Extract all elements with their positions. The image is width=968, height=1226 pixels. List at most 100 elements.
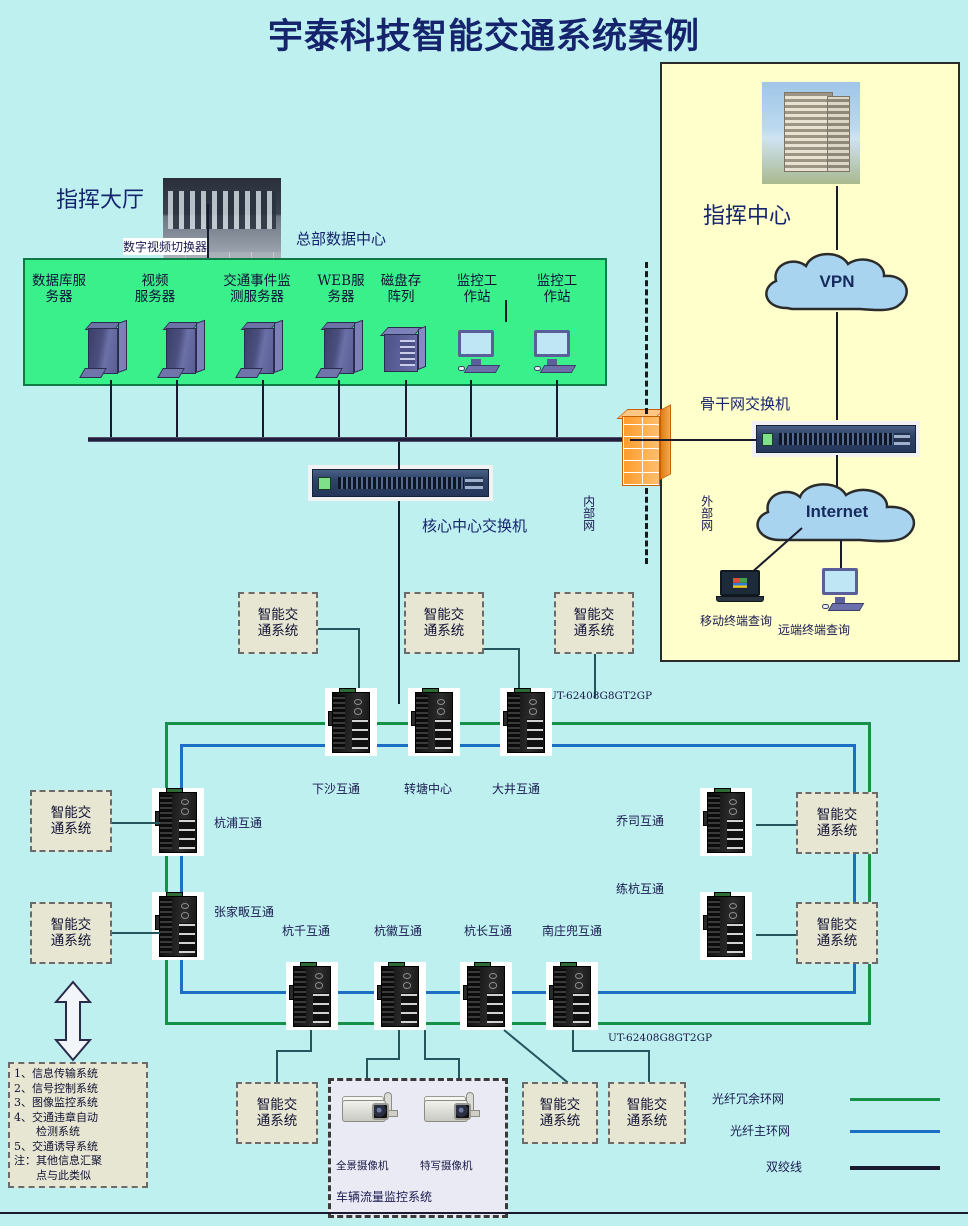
ring-switch-hanghui[interactable] bbox=[374, 962, 426, 1030]
ring-switch-xiasha[interactable] bbox=[325, 688, 377, 756]
bottom-link-cam-2-v bbox=[424, 1030, 426, 1060]
bottom-link-cam-2-v2 bbox=[458, 1058, 460, 1092]
closeup-camera-icon[interactable] bbox=[424, 1090, 482, 1134]
web-server-icon[interactable] bbox=[315, 319, 366, 380]
ring-node-label-qiaosi: 乔司互通 bbox=[616, 814, 665, 828]
panoramic-camera-label: 全景摄像机 bbox=[336, 1160, 389, 1172]
bottom-link-4-h bbox=[572, 1050, 650, 1052]
its-box-right-2[interactable]: 智能交通系统 bbox=[796, 902, 878, 964]
ring-switch-dajing[interactable] bbox=[500, 688, 552, 756]
ring-switch-hangchang[interactable] bbox=[460, 962, 512, 1030]
backbone-switch[interactable] bbox=[752, 421, 920, 457]
bottom-link-1-v bbox=[310, 1030, 312, 1052]
command-center-title: 指挥中心 bbox=[703, 204, 792, 229]
drop-line-1 bbox=[110, 380, 112, 438]
datacenter-label: 总部数据中心 bbox=[296, 230, 387, 248]
dc-divider bbox=[505, 300, 507, 322]
link-internet-laptop bbox=[749, 527, 803, 575]
bottom-rule bbox=[0, 1212, 968, 1214]
internet-cloud: Internet bbox=[742, 478, 932, 550]
bottom-link-1-h bbox=[276, 1050, 312, 1052]
drop-line-3 bbox=[262, 380, 264, 438]
network-boundary-bottom bbox=[645, 488, 648, 564]
its-box-bottom-1[interactable]: 智能交通系统 bbox=[236, 1082, 318, 1144]
fiber-redundant-ring-left bbox=[165, 722, 168, 1025]
firewall-icon[interactable] bbox=[616, 404, 674, 490]
ring-node-label-hangqian: 杭千互通 bbox=[282, 924, 331, 938]
systems-list-item-3: 4、交通违章自动 bbox=[14, 1110, 98, 1124]
video-switch-label: 数字视频切换器 bbox=[123, 238, 208, 255]
remote-terminal-desktop[interactable] bbox=[822, 568, 866, 612]
systems-list-item-1: 2、信号控制系统 bbox=[14, 1081, 98, 1095]
its-box-bottom-3[interactable]: 智能交通系统 bbox=[608, 1082, 686, 1144]
its-box-top-2[interactable]: 智能交通系统 bbox=[404, 592, 484, 654]
its-box-top-3[interactable]: 智能交通系统 bbox=[554, 592, 634, 654]
core-center-switch[interactable] bbox=[308, 465, 493, 501]
fiber-main-ring-left bbox=[180, 744, 183, 994]
ring-node-label-zhuantang: 转塘中心 bbox=[404, 782, 453, 796]
legend-label-2: 双绞线 bbox=[766, 1160, 803, 1174]
page-title: 宇泰科技智能交通系统案例 bbox=[267, 16, 700, 57]
bottom-link-4-v2 bbox=[648, 1050, 650, 1082]
its-link-t1-v bbox=[358, 628, 360, 698]
its-link-r2 bbox=[756, 934, 796, 936]
ring-switch-hangqian[interactable] bbox=[286, 962, 338, 1030]
link-firewall-backbone bbox=[630, 439, 756, 441]
disk-array-icon[interactable] bbox=[379, 325, 430, 380]
command-hall-label: 指挥大厅 bbox=[56, 188, 145, 213]
systems-list-item-4: 检测系统 bbox=[36, 1125, 80, 1139]
systems-list-item-5: 5、交通诱导系统 bbox=[14, 1139, 98, 1153]
ring-switch-zhangjiafan[interactable] bbox=[152, 892, 204, 960]
bottom-link-cam-1-v bbox=[398, 1030, 400, 1060]
legend-swatch-2 bbox=[850, 1166, 940, 1170]
its-box-left-2[interactable]: 智能交通系统 bbox=[30, 902, 112, 964]
ring-switch-qiaosi[interactable] bbox=[700, 788, 752, 856]
legend-swatch-0 bbox=[850, 1098, 940, 1101]
bidirectional-arrow-icon bbox=[53, 980, 93, 1062]
its-link-t3-v bbox=[594, 654, 596, 698]
drop-line-6 bbox=[470, 380, 472, 438]
its-box-right-1[interactable]: 智能交通系统 bbox=[796, 792, 878, 854]
its-link-t2-h bbox=[484, 648, 520, 650]
external-network-label: 外部网 bbox=[699, 495, 714, 531]
vehicle-flow-monitoring-label: 车辆流量监控系统 bbox=[336, 1190, 433, 1204]
link-internet-desktop bbox=[840, 540, 842, 570]
its-link-r1 bbox=[756, 824, 796, 826]
ring-switch-nanzhuangdou[interactable] bbox=[546, 962, 598, 1030]
core-switch-label: 核心中心交换机 bbox=[422, 517, 528, 535]
its-box-left-1[interactable]: 智能交通系统 bbox=[30, 790, 112, 852]
its-link-t1-h bbox=[318, 628, 360, 630]
switch-model-label-bottom: UT-62408G8GT2GP bbox=[608, 1032, 713, 1044]
its-box-bottom-2[interactable]: 智能交通系统 bbox=[522, 1082, 598, 1144]
ring-switch-zhuantang[interactable] bbox=[408, 688, 460, 756]
vpn-label: VPN bbox=[819, 272, 855, 291]
dc-label-5: 监控工作站 bbox=[456, 273, 498, 305]
dc-label-3: WEB服务器 bbox=[317, 273, 365, 305]
monitoring-workstation-1-icon[interactable] bbox=[458, 330, 502, 378]
internal-network-label: 内部网 bbox=[581, 495, 596, 531]
traffic-event-server-icon[interactable] bbox=[235, 319, 286, 380]
ring-node-label-hangchang: 杭长互通 bbox=[464, 924, 513, 938]
panoramic-camera-icon[interactable] bbox=[342, 1090, 400, 1134]
database-server-icon[interactable] bbox=[79, 319, 130, 380]
bottom-link-4-v bbox=[572, 1030, 574, 1052]
bottom-link-cam-1-v2 bbox=[366, 1058, 368, 1092]
systems-list-box: 1、信息传输系统 2、信号控制系统 3、图像监控系统 4、交通违章自动 检测系统… bbox=[8, 1062, 148, 1189]
video-server-icon[interactable] bbox=[157, 319, 208, 380]
bottom-link-1-v2 bbox=[276, 1050, 278, 1082]
its-box-top-1[interactable]: 智能交通系统 bbox=[238, 592, 318, 654]
ring-node-label-hangpu: 杭浦互通 bbox=[214, 816, 263, 830]
mobile-terminal-laptop[interactable] bbox=[716, 570, 766, 604]
systems-list-item-0: 1、信息传输系统 bbox=[14, 1067, 98, 1080]
legend-label-1: 光纤主环网 bbox=[730, 1124, 791, 1138]
internet-label: Internet bbox=[805, 502, 869, 521]
fiber-main-ring-bottom bbox=[180, 991, 856, 994]
mobile-terminal-label: 移动终端查询 bbox=[700, 614, 773, 628]
fiber-main-ring-right bbox=[853, 744, 856, 994]
its-link-t2-v bbox=[518, 648, 520, 698]
legend-swatch-1 bbox=[850, 1130, 940, 1133]
monitoring-workstation-2-icon[interactable] bbox=[534, 330, 578, 378]
ring-node-label-nanzhuangdou: 南庄兜互通 bbox=[542, 924, 603, 938]
command-center-building-photo bbox=[762, 82, 860, 184]
ring-switch-lianhang[interactable] bbox=[700, 892, 752, 960]
